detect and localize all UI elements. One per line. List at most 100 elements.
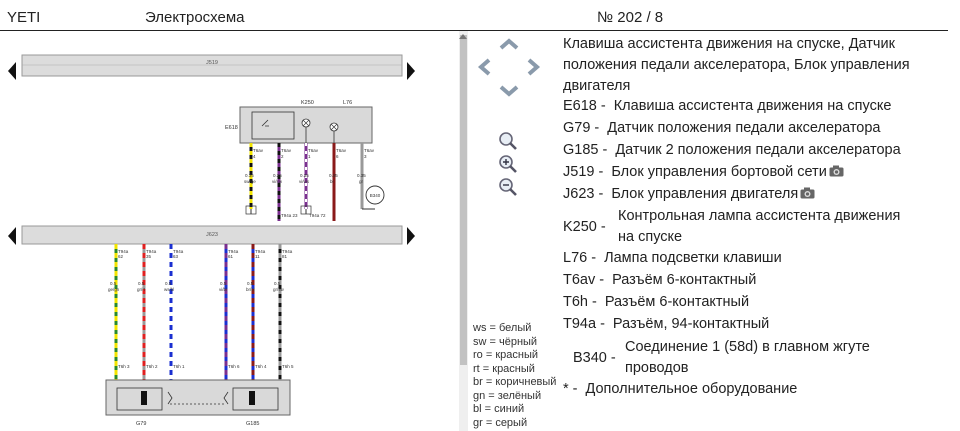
svg-text:T6h 1: T6h 1: [173, 364, 185, 369]
bus-j519-label: J519: [206, 60, 218, 66]
svg-text:0.35: 0.35: [273, 173, 282, 178]
bus-scroll-right-arrow[interactable]: [407, 62, 415, 80]
bus-scroll-left-arrow[interactable]: [8, 62, 16, 80]
svg-text:T94a 23: T94a 23: [281, 213, 298, 218]
sensor-g185-label: G185: [246, 421, 259, 427]
svg-text:vi/bl: vi/bl: [219, 287, 227, 292]
legend-item: rt = красный: [473, 362, 535, 375]
svg-text:0.5: 0.5: [274, 281, 281, 286]
module-e618-label: E618: [225, 125, 238, 131]
camera-icon[interactable]: [800, 187, 815, 199]
svg-text:0.5: 0.5: [220, 281, 227, 286]
svg-text:T94a: T94a: [255, 249, 266, 254]
sensor-g79-label: G79: [136, 421, 146, 427]
model-label: YETI: [7, 9, 41, 26]
svg-text:0.5: 0.5: [165, 281, 172, 286]
svg-text:0.35: 0.35: [300, 173, 309, 178]
svg-text:ge/gn: ge/gn: [108, 287, 120, 292]
legend-item: gr = серый: [473, 416, 528, 429]
lamp-k250-label: K250: [301, 100, 314, 106]
svg-text:T94a: T94a: [146, 249, 157, 254]
schema-number: № 202 / 8: [597, 9, 664, 26]
svg-text:T6av: T6av: [281, 148, 292, 153]
svg-text:2: 2: [281, 154, 284, 159]
svg-text:vi/ws: vi/ws: [299, 179, 310, 184]
header-bar: YETI Электросхема № 202 / 8: [0, 0, 948, 31]
legend-item: bl = синий: [473, 403, 525, 415]
svg-text:81: 81: [282, 254, 288, 259]
svg-text:gr/sw: gr/sw: [273, 287, 285, 292]
svg-text:T94a: T94a: [228, 249, 239, 254]
svg-text:T6av: T6av: [364, 148, 375, 153]
svg-text:11: 11: [255, 254, 260, 259]
component-item: G79 -Датчик положения педали акселератор…: [563, 120, 881, 136]
component-item[interactable]: J519 -Блок управления бортовой сети: [563, 162, 844, 183]
svg-text:sw/ge: sw/ge: [244, 179, 256, 184]
component-item: B340 -Соединение 1 (58d) в главном жгуте…: [573, 339, 870, 376]
svg-text:4: 4: [253, 154, 256, 159]
component-item[interactable]: J623 -Блок управления двигателя: [563, 184, 815, 205]
svg-text:6: 6: [336, 154, 339, 159]
svg-text:61: 61: [228, 254, 234, 259]
svg-text:0.5: 0.5: [247, 281, 254, 286]
svg-text:T94a: T94a: [282, 249, 293, 254]
chevron-left-icon[interactable]: [477, 58, 491, 76]
bus-j623-label: J623: [206, 232, 218, 238]
chevron-up-icon[interactable]: [499, 38, 519, 50]
legend-item: br = коричневый: [473, 376, 557, 388]
svg-text:1: 1: [308, 154, 311, 159]
svg-text:62: 62: [118, 254, 124, 259]
scroll-up-arrow[interactable]: [459, 34, 467, 39]
svg-text:vi/sw: vi/sw: [272, 179, 283, 184]
svg-text:T6h 5: T6h 5: [282, 364, 294, 369]
svg-text:ws/bl: ws/bl: [164, 287, 174, 292]
svg-text:br: br: [330, 179, 335, 184]
svg-text:br/bl: br/bl: [246, 287, 255, 292]
svg-text:T6h 6: T6h 6: [228, 364, 240, 369]
zoom-in-icon[interactable]: [499, 155, 517, 173]
lamp-l76-label: L76: [343, 100, 352, 106]
diagram-scrollbar[interactable]: [459, 31, 468, 431]
svg-text:3: 3: [364, 154, 367, 159]
legend-item: gn = зелёный: [473, 389, 542, 402]
bus2-scroll-left-arrow[interactable]: [8, 227, 16, 245]
bus2-scroll-right-arrow[interactable]: [407, 227, 415, 245]
svg-text:T6h 4: T6h 4: [255, 364, 267, 369]
svg-text:0.35: 0.35: [329, 173, 338, 178]
svg-text:T6h 3: T6h 3: [118, 364, 130, 369]
legend-item: ws = белый: [473, 322, 532, 334]
zoom-out-icon[interactable]: [499, 178, 517, 196]
zoom-reset-icon[interactable]: [499, 132, 517, 150]
legend-item: ro = красный: [473, 349, 538, 361]
svg-text:35: 35: [146, 254, 152, 259]
wire-color-legend: ws = белый sw = чёрный ro = красный rt =…: [473, 322, 556, 430]
svg-text:T6av: T6av: [336, 148, 347, 153]
svg-text:63: 63: [173, 254, 179, 259]
svg-text:T6av: T6av: [308, 148, 319, 153]
chevron-right-icon[interactable]: [527, 58, 541, 76]
svg-text:0.35: 0.35: [245, 173, 254, 178]
svg-text:T6h 2: T6h 2: [146, 364, 158, 369]
svg-text:T94a: T94a: [173, 249, 184, 254]
svg-text:0.5: 0.5: [138, 281, 145, 286]
zoom-controls[interactable]: [497, 131, 519, 197]
component-item: T6h -Разъём 6-контактный: [563, 294, 750, 310]
upper-pin-conn: T6av: [253, 148, 264, 153]
component-item: L76 -Лампа подсветки клавиши: [563, 250, 782, 266]
chevron-down-icon[interactable]: [499, 85, 519, 97]
svg-text:T94a 72: T94a 72: [309, 213, 326, 218]
component-item: K250 -Контрольная лампа ассистента движе…: [563, 208, 901, 245]
wiring-diagram[interactable]: J519 E618 K250 L76 B340 T6av 4 0.35 sw/g…: [0, 31, 458, 431]
ground-b340-label: B340: [370, 193, 381, 198]
component-item: T94a -Разъём, 94-контактный: [563, 316, 770, 332]
camera-icon[interactable]: [829, 165, 844, 177]
page-title: Электросхема: [145, 9, 245, 26]
component-item: G185 -Датчик 2 положения педали акселера…: [563, 142, 901, 158]
scrollbar-thumb[interactable]: [460, 35, 467, 365]
svg-text:T94a: T94a: [118, 249, 129, 254]
svg-text:0.5: 0.5: [110, 281, 117, 286]
component-item: E618 -Клавиша ассистента движения на спу…: [563, 98, 892, 114]
pan-controls[interactable]: [476, 36, 542, 100]
schema-description: Клавиша ассистента движения на спуске, Д…: [563, 36, 910, 94]
legend-item: sw = чёрный: [473, 335, 538, 348]
